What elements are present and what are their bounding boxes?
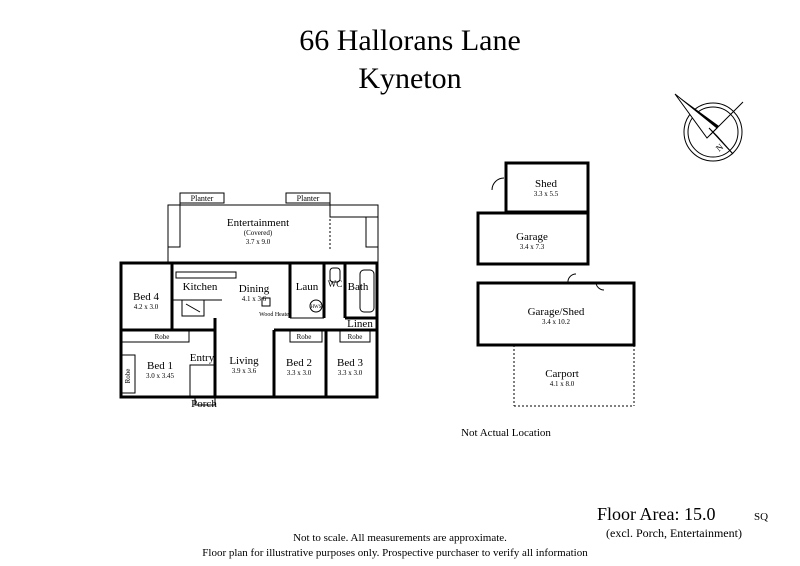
entertainment-note: (Covered) xyxy=(244,229,273,237)
bed2-size: 3.3 x 3.0 xyxy=(287,369,312,377)
laundry-label: Laun xyxy=(296,281,319,293)
dining-label: Dining xyxy=(239,283,270,295)
outbuildings xyxy=(476,161,636,407)
planter-left-label: Planter xyxy=(191,194,214,203)
carport-label: Carport xyxy=(545,368,579,380)
living-size: 3.9 x 3.6 xyxy=(232,367,257,375)
robe-bed3-label: Robe xyxy=(348,333,363,341)
robe-bed1-side-label: Robe xyxy=(124,369,132,384)
planter-right-label: Planter xyxy=(297,194,320,203)
entertainment-area xyxy=(167,192,379,264)
location-note: Not Actual Location xyxy=(461,427,551,439)
entry-label: Entry xyxy=(190,352,215,364)
floor-area-label: Floor Area: 15.0 xyxy=(597,504,716,524)
address-line-1: 66 Hallorans Lane xyxy=(299,24,521,57)
address-line-2: Kyneton xyxy=(358,62,461,95)
disclaimer-line-1: Not to scale. All measurements are appro… xyxy=(293,532,507,544)
bed4-size: 4.2 x 3.0 xyxy=(134,303,159,311)
wood-heater-label: Wood Heater xyxy=(259,312,291,318)
bed1-size: 3.0 x 3.45 xyxy=(146,372,175,380)
house-walls xyxy=(119,261,379,406)
north-arrow-compass-icon: N xyxy=(674,93,744,162)
garage-shed-label: Garage/Shed xyxy=(528,306,585,318)
kitchen-label: Kitchen xyxy=(183,281,218,293)
robe-bed2-label: Robe xyxy=(297,333,312,341)
entertainment-size: 3.7 x 9.0 xyxy=(246,238,271,246)
porch-label: Porch xyxy=(191,398,217,410)
bed4-label: Bed 4 xyxy=(133,291,159,303)
svg-text:N: N xyxy=(714,141,726,153)
garage-size: 3.4 x 7.3 xyxy=(520,243,545,251)
disclaimer-line-2: Floor plan for illustrative purposes onl… xyxy=(202,547,588,559)
garage-label: Garage xyxy=(516,231,548,243)
shed-size: 3.3 x 5.5 xyxy=(534,190,559,198)
entertainment-label: Entertainment xyxy=(227,217,289,229)
bath-label: Bath xyxy=(348,281,369,293)
dining-size: 4.1 x 3.6 xyxy=(242,295,267,303)
wc-label: WC xyxy=(328,279,343,289)
bed3-label: Bed 3 xyxy=(337,357,363,369)
bed3-size: 3.3 x 3.0 xyxy=(338,369,363,377)
shed-label: Shed xyxy=(535,178,558,190)
bed2-label: Bed 2 xyxy=(286,357,312,369)
robe-bed1-top-label: Robe xyxy=(155,333,170,341)
floor-area-exclusions: (excl. Porch, Entertainment) xyxy=(606,526,742,540)
living-label: Living xyxy=(229,355,259,367)
carport-size: 4.1 x 8.0 xyxy=(550,380,575,388)
linen-label: Linen xyxy=(347,318,373,330)
floor-area-unit: SQ xyxy=(754,511,768,523)
garage-shed-size: 3.4 x 10.2 xyxy=(542,318,571,326)
bed1-label: Bed 1 xyxy=(147,360,173,372)
hws-label: HWS xyxy=(310,305,321,310)
